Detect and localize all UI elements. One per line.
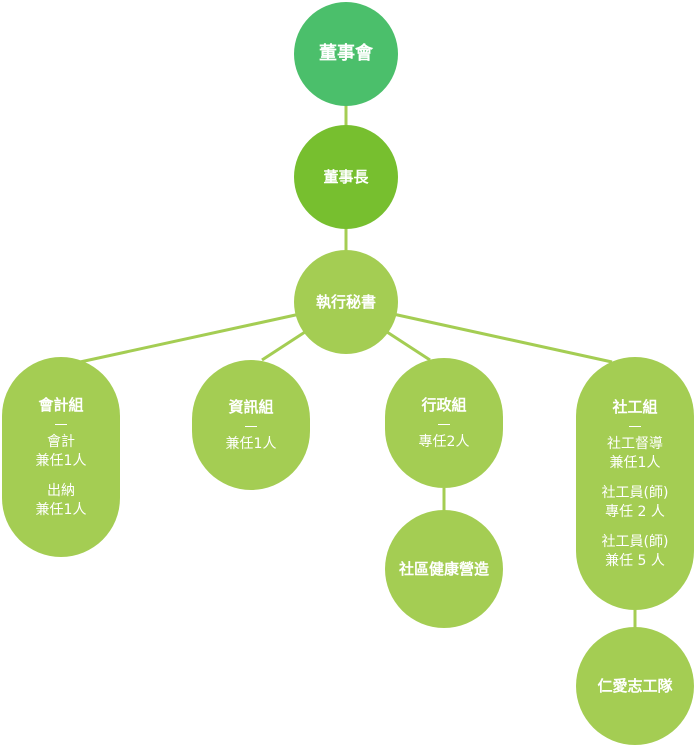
- info-title: 資訊組: [228, 397, 274, 416]
- admin-dash: [438, 423, 450, 425]
- chair-label: 董事長: [323, 168, 369, 186]
- admin-node: 行政組 專任2人: [385, 358, 503, 488]
- accounting-dash: [55, 423, 67, 425]
- exec-secretary-node: 執行秘書: [294, 250, 398, 354]
- info-count: 兼任1人: [225, 435, 277, 452]
- admin-title: 行政組: [421, 395, 467, 414]
- social-work-role-1: 社工督導: [607, 435, 663, 452]
- line-exec-info: [261, 330, 306, 362]
- accounting-count-1: 兼任1人: [35, 452, 87, 469]
- social-work-role-3: 社工員(師): [601, 533, 669, 550]
- board-label: 董事會: [319, 43, 373, 64]
- chair-node: 董事長: [294, 125, 398, 229]
- social-work-count-3: 兼任 5 人: [605, 552, 665, 569]
- accounting-title: 會計組: [38, 395, 84, 414]
- admin-count: 專任2人: [418, 433, 470, 450]
- health-node: 社區健康營造: [385, 510, 503, 628]
- volunteer-label: 仁愛志工隊: [597, 677, 673, 695]
- volunteer-node: 仁愛志工隊: [576, 627, 694, 745]
- social-work-role-2: 社工員(師): [601, 484, 669, 501]
- info-node: 資訊組 兼任1人: [192, 360, 310, 490]
- accounting-count-2: 兼任1人: [35, 501, 87, 518]
- exec-secretary-label: 執行秘書: [315, 293, 376, 311]
- social-work-count-2: 專任 2 人: [605, 503, 665, 520]
- accounting-role-2: 出納: [47, 482, 75, 499]
- line-exec-accounting: [79, 312, 301, 364]
- social-work-dash: [629, 425, 641, 427]
- line-exec-admin: [386, 330, 431, 362]
- accounting-role-1: 會計: [47, 433, 75, 450]
- health-label: 社區健康營造: [398, 560, 489, 578]
- social-work-node: 社工組 社工督導 兼任1人 社工員(師) 專任 2 人 社工員(師) 兼任 5 …: [576, 357, 694, 610]
- line-exec-social: [392, 312, 613, 364]
- social-work-title: 社工組: [612, 397, 658, 416]
- board-node: 董事會: [294, 2, 398, 106]
- info-dash: [245, 425, 257, 427]
- social-work-count-1: 兼任1人: [609, 454, 661, 471]
- accounting-node: 會計組 會計 兼任1人 出納 兼任1人: [2, 357, 120, 557]
